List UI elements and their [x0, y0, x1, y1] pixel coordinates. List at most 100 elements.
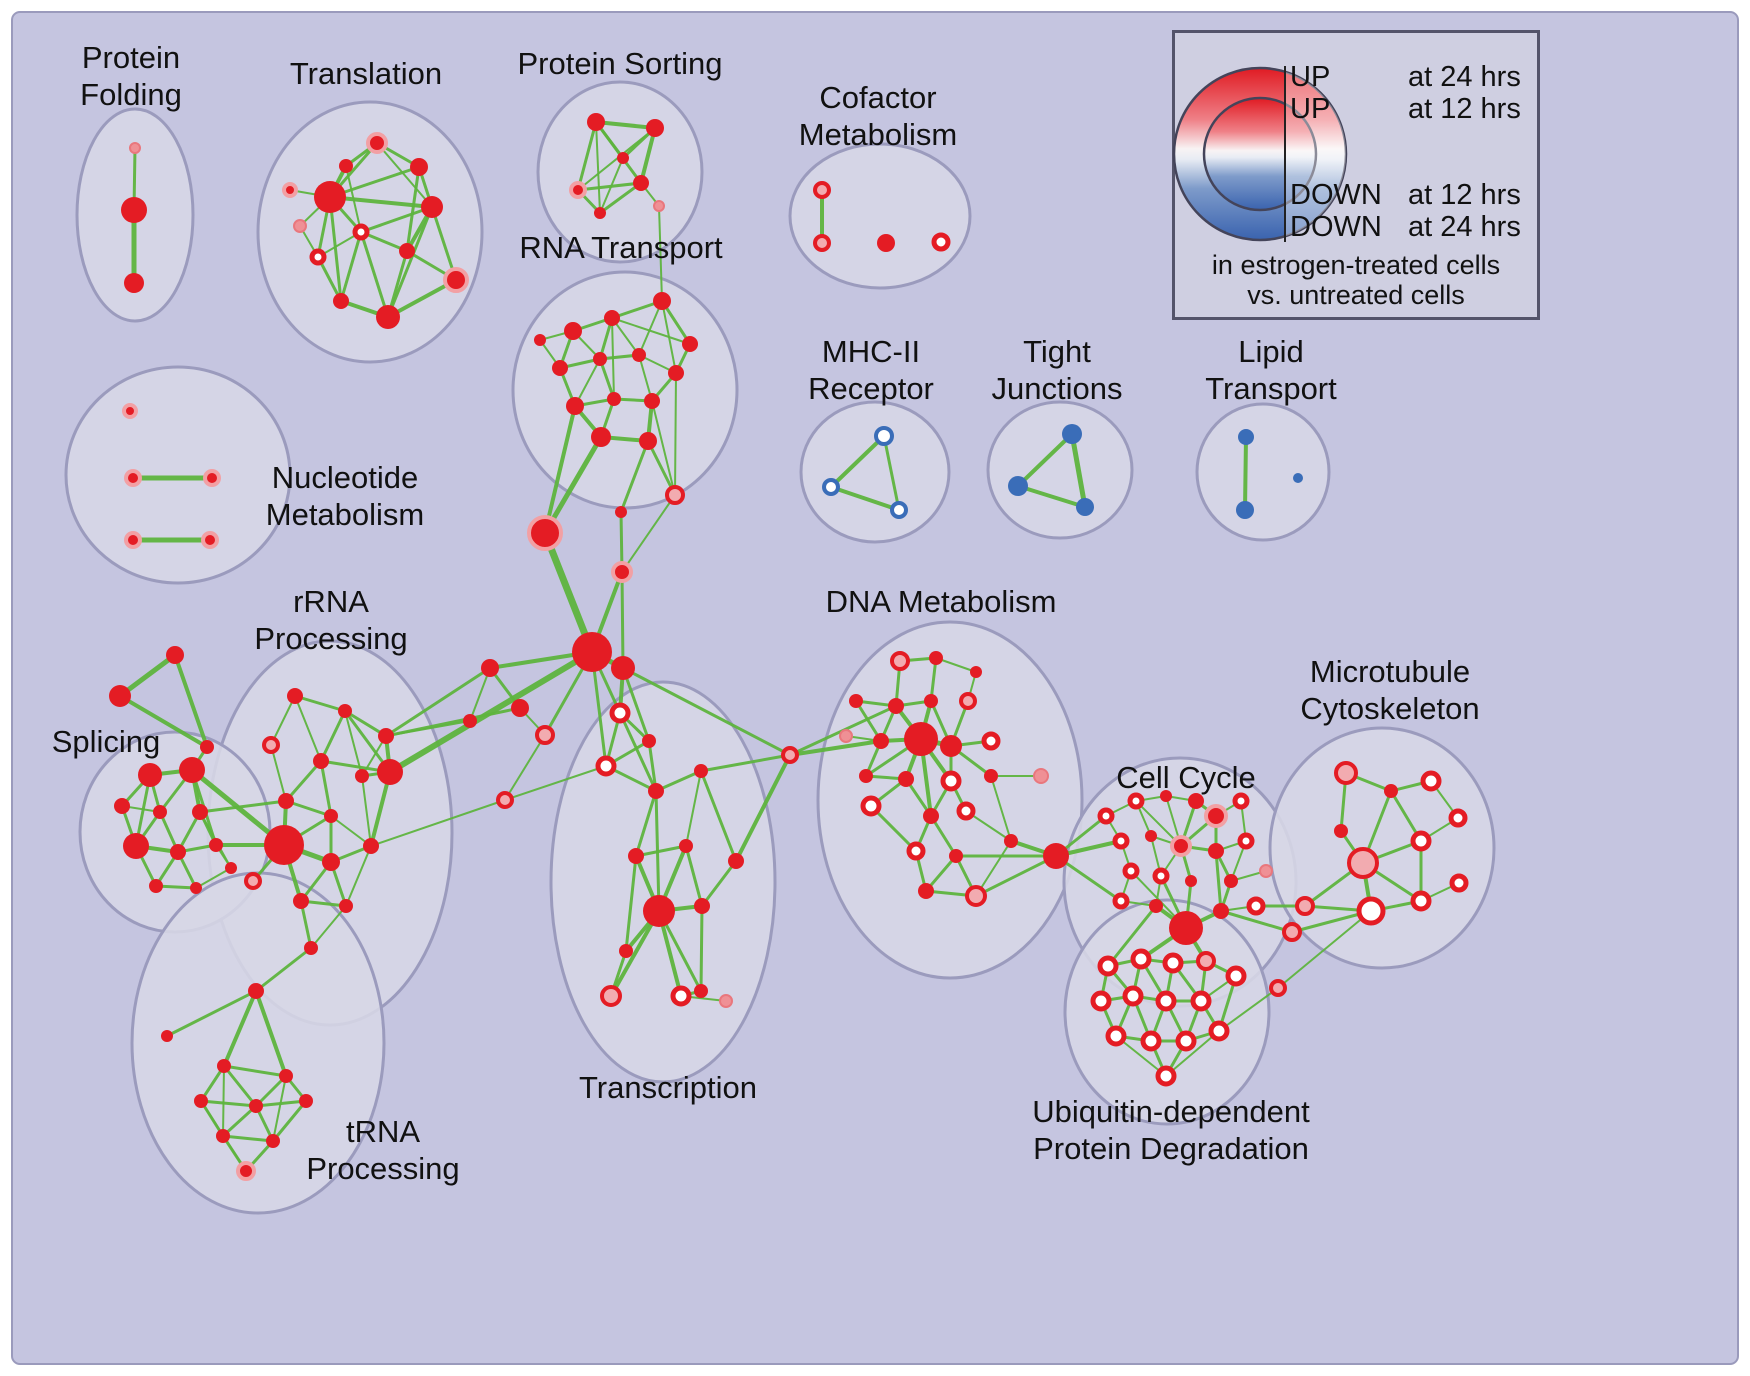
network-node-d19: [923, 808, 939, 824]
network-edge: [254, 1074, 288, 1108]
network-node-tx5: [694, 764, 708, 778]
network-node-tx4: [648, 783, 664, 799]
network-node-f1: [166, 646, 184, 664]
network-node-c11: [496, 791, 514, 809]
network-node-cc3: [1160, 790, 1172, 802]
network-node-r9: [566, 397, 584, 415]
network-node-d22: [949, 849, 963, 863]
network-edge: [595, 121, 601, 214]
network-edge: [624, 854, 638, 953]
network-edge: [609, 909, 661, 998]
network-node-rr12: [363, 838, 379, 854]
network-node-t3: [410, 158, 428, 176]
network-node-mc4: [1334, 824, 1348, 838]
network-edge: [654, 769, 703, 793]
network-node-d14: [898, 771, 914, 787]
cluster-ellipse-tight-junctions: [986, 400, 1134, 540]
network-edge: [929, 656, 938, 703]
network-node-cf1: [813, 181, 831, 199]
network-node-u11: [1140, 1030, 1162, 1052]
network-node-d3: [970, 666, 982, 678]
network-edge: [882, 434, 901, 512]
network-edge: [869, 804, 918, 853]
network-edge: [385, 720, 471, 737]
network-node-x3: [1269, 979, 1287, 997]
network-node-s3: [114, 798, 130, 814]
network-edge: [359, 205, 434, 234]
network-edge: [647, 739, 658, 793]
network-node-rr2: [338, 704, 352, 718]
network-edge: [310, 905, 347, 949]
network-node-mc3: [1420, 770, 1442, 792]
network-node-s9: [149, 879, 163, 893]
network-node-mc11: [1295, 896, 1315, 916]
network-edge: [1218, 987, 1279, 1032]
network-node-cc5: [1204, 804, 1228, 828]
network-node-d9: [873, 733, 889, 749]
network-node-t12: [339, 159, 353, 173]
network-node-t9: [352, 223, 370, 241]
cluster-ellipse-mhc-ii-receptor: [799, 400, 951, 544]
network-node-c9: [535, 725, 555, 745]
network-node-cc11: [1237, 832, 1255, 850]
network-node-tj2: [1008, 476, 1028, 496]
network-edge: [1243, 435, 1248, 512]
network-edge: [319, 709, 347, 763]
network-edge: [195, 867, 232, 889]
network-node-n2: [124, 469, 142, 487]
network-node-mc5: [1347, 847, 1379, 879]
network-edge: [1277, 910, 1372, 989]
network-edge: [990, 775, 1012, 842]
network-node-x1: [1043, 843, 1069, 869]
network-node-n1: [122, 403, 138, 419]
network-node-c8: [511, 699, 529, 717]
network-node-cf3: [877, 234, 895, 252]
network-edge: [658, 205, 663, 302]
network-node-rr10: [264, 825, 304, 865]
network-edge: [405, 165, 421, 253]
network-node-r1: [564, 322, 582, 340]
network-node-d1: [890, 651, 910, 671]
network-node-r4: [682, 336, 698, 352]
network-node-r12: [591, 427, 611, 447]
network-edge: [293, 694, 347, 713]
network-edge: [651, 400, 676, 496]
network-node-t6: [376, 305, 400, 329]
cluster-label-protein-sorting: Protein Sorting: [517, 46, 722, 81]
network-node-c3: [665, 485, 685, 505]
network-node-n4: [124, 531, 142, 549]
network-node-c1: [527, 515, 563, 551]
network-edge: [339, 230, 363, 303]
network-edge: [541, 529, 596, 656]
network-edge: [1016, 484, 1087, 509]
network-node-u10: [1105, 1025, 1127, 1047]
network-node-rr13: [293, 893, 309, 909]
network-node-tn5: [194, 1094, 208, 1108]
network-node-s6: [123, 833, 149, 859]
network-node-t1: [314, 181, 346, 213]
network-edge: [1106, 904, 1158, 968]
network-node-ps2: [646, 119, 664, 137]
network-edge: [974, 854, 1058, 898]
network-edge: [284, 759, 323, 803]
network-edge: [299, 899, 313, 950]
legend-box: UP at 24 hrs UP at 12 hrs DOWN at 12 hrs…: [1172, 30, 1540, 325]
network-node-tn9: [266, 1134, 280, 1148]
network-node-rr5: [313, 753, 329, 769]
network-node-tx13: [670, 985, 692, 1007]
network-edge: [619, 439, 650, 514]
network-edge: [829, 434, 886, 489]
network-node-cc13: [1152, 867, 1170, 885]
network-edge: [222, 1064, 288, 1078]
network-node-rr3: [378, 728, 394, 744]
cluster-label-ubiquitin-degradation: Ubiquitin-dependent: [1032, 1094, 1310, 1129]
network-node-d25: [1004, 834, 1018, 848]
network-node-t13: [282, 182, 298, 198]
network-node-tx10: [619, 944, 633, 958]
network-edge: [599, 157, 624, 214]
network-edge: [634, 844, 688, 858]
network-edge: [199, 1099, 258, 1108]
network-edge: [344, 710, 363, 777]
network-node-cc8: [1145, 830, 1157, 842]
